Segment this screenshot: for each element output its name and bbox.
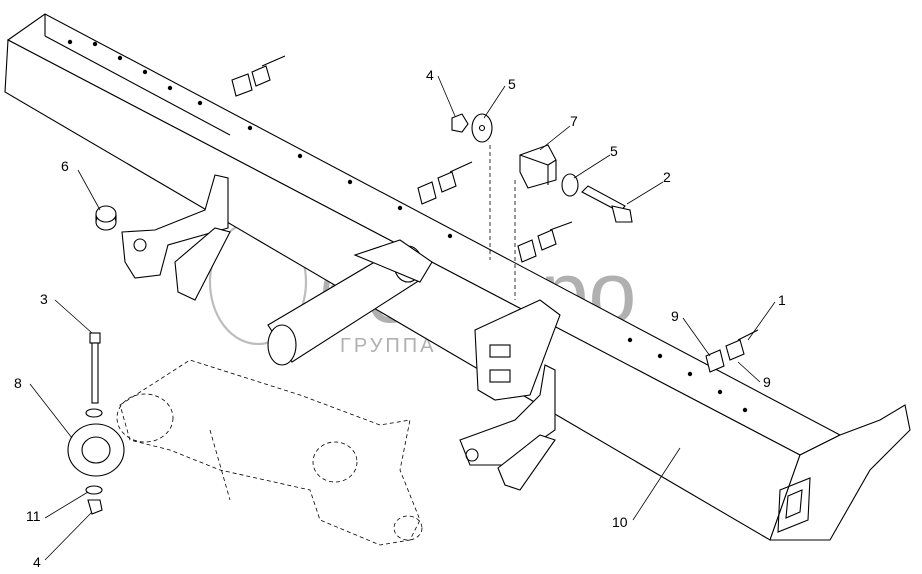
callout-8: 8: [14, 375, 22, 391]
leader-lines: [29, 75, 776, 561]
callout-1: 1: [778, 292, 786, 308]
cross-tube: [267, 239, 433, 366]
center-plate: [474, 299, 561, 401]
left-bracket: [121, 174, 231, 301]
callout-3: 3: [40, 291, 48, 307]
callout-10: 10: [612, 514, 628, 530]
clamp-ring: [67, 408, 125, 515]
callout-9-right: 9: [763, 374, 771, 390]
clamp-nut-group-upper: [231, 55, 286, 97]
beam-holes: [67, 39, 748, 413]
spacer-block: [519, 144, 557, 189]
callout-5-top: 5: [508, 76, 516, 92]
callout-6: 6: [61, 158, 69, 174]
callout-7: 7: [570, 113, 578, 129]
callout-4-top: 4: [426, 67, 434, 83]
bushing: [95, 205, 117, 231]
vehicle-frame-dashed: [116, 145, 516, 546]
nut-washer-top: [451, 113, 493, 143]
callouts: 1 2 3 4 4 5 5 6 7 8 9 9 10 11: [14, 67, 786, 570]
callout-2: 2: [663, 169, 671, 185]
right-bracket: [459, 364, 556, 491]
callout-9-left: 9: [671, 308, 679, 324]
callout-4-bottom: 4: [33, 554, 41, 570]
clamp-nut-group-front: [705, 329, 759, 373]
washer-bolt-right: [561, 173, 633, 223]
callout-11: 11: [26, 508, 41, 524]
callout-5-right: 5: [610, 143, 618, 159]
clamp-nut-group-mid: [417, 161, 473, 205]
long-bolt: [89, 332, 101, 404]
clamp-nut-group-right: [517, 221, 573, 263]
